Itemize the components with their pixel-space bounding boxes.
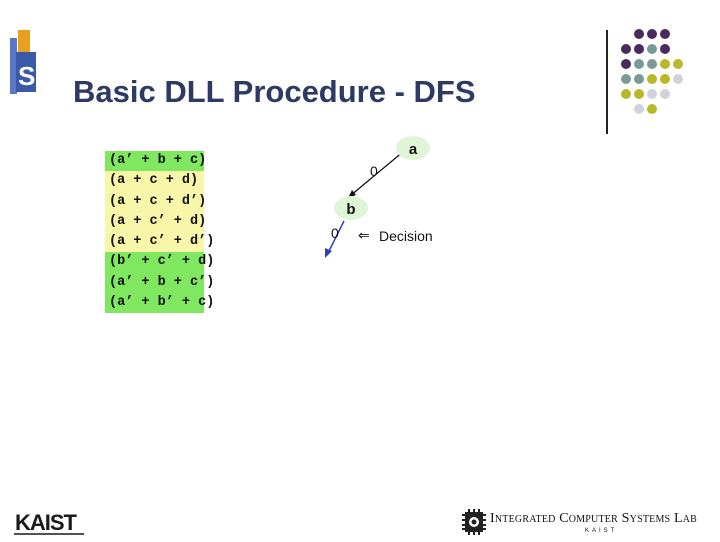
decorative-dot — [621, 89, 631, 99]
chip-icon — [462, 509, 486, 535]
decorative-dot — [647, 59, 657, 69]
node-b — [334, 196, 368, 220]
decorative-dot — [673, 59, 683, 69]
slide-logo-fragment: S — [10, 30, 36, 94]
clause-6: (b’ + c’ + d) — [105, 252, 214, 273]
icsl-logo-subtext: KAIST — [585, 528, 618, 534]
node-a-label: a — [409, 141, 418, 158]
kaist-logo: KAIST — [14, 510, 84, 535]
decorative-dot — [647, 44, 657, 54]
decorative-dot — [660, 74, 670, 84]
title-divider — [606, 30, 608, 134]
decorative-dot — [621, 59, 631, 69]
decorative-dot — [647, 104, 657, 114]
clause-3: (a + c + d’) — [105, 191, 206, 212]
clause-4: (a + c’ + d) — [105, 211, 206, 233]
decision-label: Decision — [379, 228, 433, 244]
decision-tree: 0 a b 0 ⇐ Decision — [325, 136, 433, 258]
node-b-label: b — [346, 201, 355, 218]
decorative-dot — [634, 29, 644, 39]
edge-a-b — [349, 150, 405, 197]
edge-b-decision — [327, 220, 345, 254]
clause-5: (a + c’ + d’) — [105, 232, 214, 253]
decorative-dot — [673, 74, 683, 84]
decorative-dot — [660, 44, 670, 54]
decorative-dot — [634, 89, 644, 99]
icsl-logo-text: Integrated Computer Systems Lab — [490, 511, 698, 526]
clause-8: (a’ + b’ + c) — [105, 293, 214, 314]
node-a — [396, 136, 430, 160]
decorative-dot — [647, 74, 657, 84]
clause-2: (a + c + d) — [105, 171, 204, 192]
decorative-dot — [621, 74, 631, 84]
edge-a-b-arrowhead — [348, 190, 356, 198]
decorative-dot — [634, 59, 644, 69]
clause-7: (a’ + b + c’) — [105, 272, 214, 294]
decorative-dot — [634, 44, 644, 54]
icsl-logo: Integrated Computer Systems Lab KAIST — [460, 507, 697, 542]
slide-title: Basic DLL Procedure - DFS — [73, 74, 476, 109]
decorative-dot — [660, 29, 670, 39]
clause-1: (a’ + b + c) — [105, 151, 206, 172]
kaist-logo-text: KAIST — [15, 510, 78, 535]
edge-b-label: 0 — [331, 225, 339, 241]
decorative-dot — [647, 29, 657, 39]
decorative-dot — [634, 74, 644, 84]
svg-text:S: S — [18, 61, 35, 91]
edge-a-b-label: 0 — [370, 163, 378, 179]
edge-b-decision-arrowhead — [325, 248, 332, 258]
decorative-dot-grid — [621, 29, 683, 114]
decorative-dot — [660, 89, 670, 99]
decorative-dot — [647, 89, 657, 99]
clause-list: (a’ + b + c) (a + c + d) (a + c + d’) (a… — [105, 151, 214, 314]
decorative-dot — [660, 59, 670, 69]
decorative-dot — [634, 104, 644, 114]
decision-marker: ⇐ — [358, 228, 370, 244]
decorative-dot — [621, 44, 631, 54]
